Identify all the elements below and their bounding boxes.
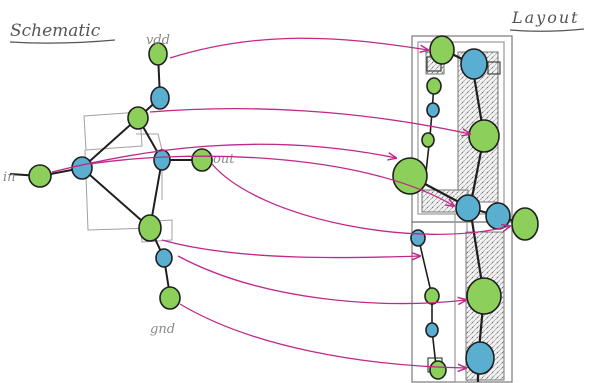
layout-poly-node-5 <box>424 287 440 305</box>
layout-title-underline <box>509 28 585 32</box>
layout-nmos-source <box>465 341 495 375</box>
nmos-source-node <box>155 248 173 268</box>
arrow-out <box>211 163 510 235</box>
pmos-contact <box>487 61 501 75</box>
layout-poly-node-2 <box>426 102 440 118</box>
schematic-title-text: Schematic <box>10 21 101 41</box>
vdd-label: vdd <box>146 33 170 48</box>
layout-nodes <box>392 35 539 380</box>
layout-vdd-node <box>429 35 455 65</box>
nmos-node <box>138 214 162 242</box>
schematic-title: Schematic <box>9 21 116 44</box>
arrow-gnd <box>179 303 466 368</box>
correspondence-arrows <box>51 37 510 368</box>
layout-out-node <box>511 207 539 241</box>
arrow-pmos <box>149 108 470 134</box>
vdd-node <box>148 42 168 66</box>
layout-pmos-source <box>460 48 488 80</box>
out-node <box>191 148 213 172</box>
layout-title-text: Layout <box>511 8 580 27</box>
schematic: vdd in out gnd <box>3 33 235 337</box>
pmos-node <box>127 106 149 130</box>
gnd-node <box>159 286 181 310</box>
layout-poly-node-3 <box>421 132 435 148</box>
layout-title: Layout <box>509 8 585 32</box>
layout-poly-node-1 <box>426 77 442 95</box>
layout-gate-node <box>455 194 481 222</box>
gate-node <box>71 156 93 180</box>
layout-poly-node-6 <box>425 322 439 338</box>
wire-pmos-gate <box>81 117 139 169</box>
arrow-in <box>51 143 396 173</box>
layout-pmos-node <box>468 119 500 153</box>
layout <box>392 35 539 383</box>
arrow-gate <box>89 155 454 206</box>
layout-gnd-node <box>429 360 447 380</box>
wire-nmos-gate <box>81 167 151 229</box>
in-label: in <box>3 170 16 185</box>
layout-in-node <box>392 157 428 195</box>
in-node <box>28 164 52 188</box>
layout-nmos-node <box>466 277 502 315</box>
pmos-source-node <box>150 86 170 110</box>
out-label: out <box>213 152 235 167</box>
schematic-nodes <box>28 42 213 310</box>
poly-strip <box>454 213 468 383</box>
lw-poly-top <box>425 83 435 173</box>
arrow-nmos-source <box>177 255 466 304</box>
gnd-label: gnd <box>150 322 175 337</box>
layout-drain-node <box>485 202 511 230</box>
drain-node <box>153 149 171 171</box>
pmos-frame <box>83 111 143 151</box>
arrow-vdd <box>169 37 428 59</box>
arrow-nmos <box>161 239 420 258</box>
layout-poly-node-4 <box>410 229 426 247</box>
schematic-title-underline <box>9 39 116 44</box>
